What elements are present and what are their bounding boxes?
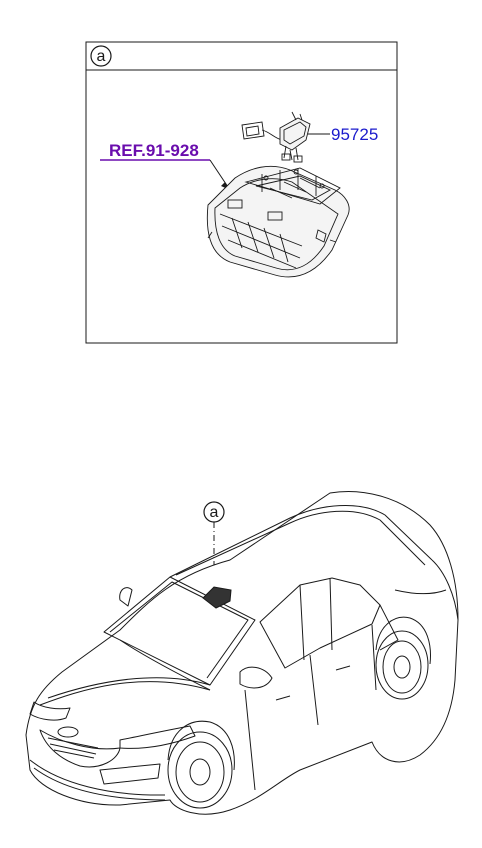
vehicle-view: a: [25, 491, 459, 815]
reference-label[interactable]: REF.91-928: [109, 141, 199, 160]
detail-marker-circle: [90, 45, 112, 67]
sensor-module-illustration: [241, 111, 311, 163]
detail-marker-label: a: [97, 48, 106, 65]
overhead-console-location[interactable]: [202, 586, 232, 609]
part-number-label[interactable]: 95725: [331, 125, 378, 144]
vehicle-marker-label: a: [210, 504, 219, 521]
detail-view: a REF.91-928: [85, 41, 398, 344]
sedan-illustration: [25, 491, 459, 815]
overhead-console-illustration: [206, 165, 350, 278]
